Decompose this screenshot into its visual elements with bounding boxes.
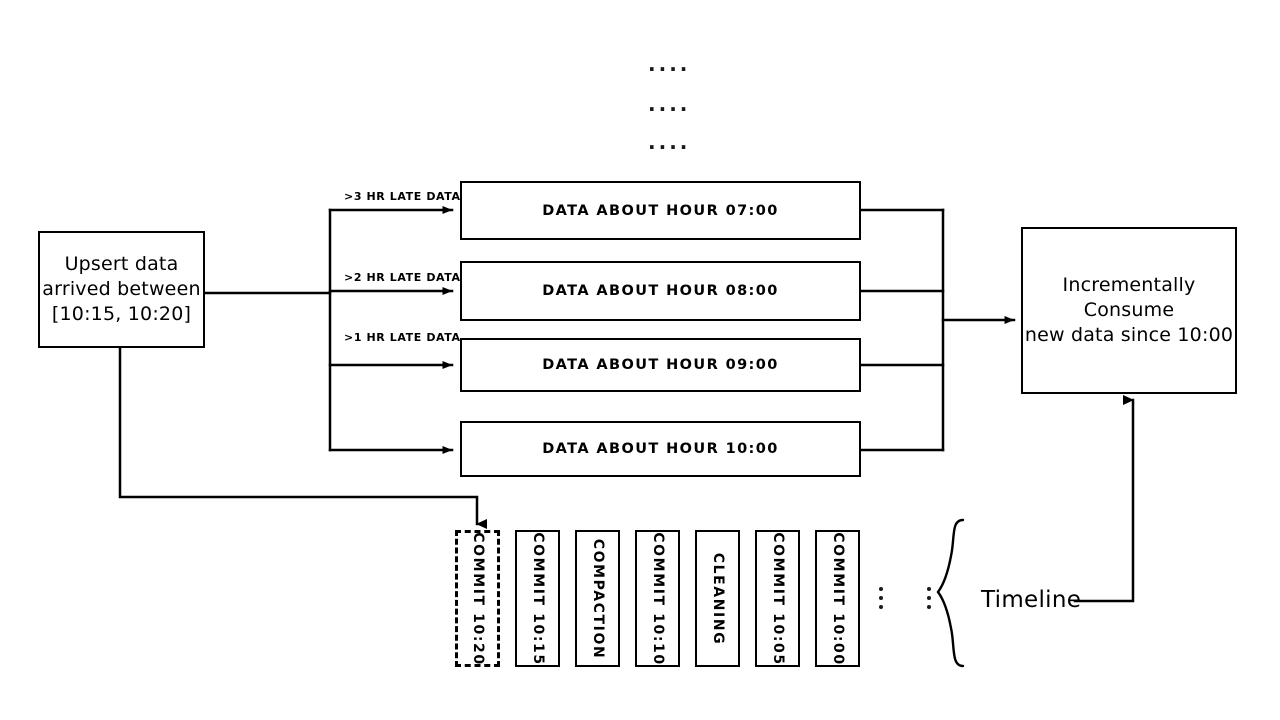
ellipsis-row-2: ....: [648, 92, 691, 116]
source-box-upsert-data: Upsert data arrived between [10:15, 10:2…: [38, 231, 205, 348]
timeline-entry-commit-1020: COMMIT 10:20: [455, 530, 500, 667]
timeline-entry-commit-1000-label: COMMIT 10:00: [829, 531, 846, 666]
consumer-box-incremental: Incrementally Consume new data since 10:…: [1021, 227, 1237, 394]
timeline-continuation-dots-2: [926, 587, 931, 609]
timeline-entry-commit-1010: COMMIT 10:10: [635, 530, 680, 667]
edge-label-late-3hr: >3 HR LATE DATA: [344, 190, 461, 203]
timeline-entry-cleaning-label: CLEANING: [709, 552, 726, 645]
ellipsis-row-3: ....: [648, 130, 691, 154]
partition-box-hour-08-label: DATA ABOUT HOUR 08:00: [542, 283, 779, 299]
partition-box-hour-09: DATA ABOUT HOUR 09:00: [460, 338, 861, 392]
timeline-entry-commit-1020-label: COMMIT 10:20: [469, 531, 486, 666]
edge-label-late-2hr: >2 HR LATE DATA: [344, 271, 461, 284]
timeline-entry-commit-1005: COMMIT 10:05: [755, 530, 800, 667]
timeline-continuation-dots-1: [878, 587, 883, 609]
timeline-entry-commit-1005-label: COMMIT 10:05: [769, 531, 786, 666]
partition-box-hour-07: DATA ABOUT HOUR 07:00: [460, 181, 861, 240]
ellipsis-row-1: ....: [648, 52, 691, 76]
source-box-line3: [10:15, 10:20]: [51, 303, 192, 326]
timeline-brace: [936, 518, 965, 668]
timeline-label: Timeline: [981, 587, 1082, 613]
partition-box-hour-10: DATA ABOUT HOUR 10:00: [460, 421, 861, 477]
partition-box-hour-07-label: DATA ABOUT HOUR 07:00: [542, 202, 779, 219]
consumer-box-line2: new data since 10:00: [1024, 324, 1234, 347]
timeline-entry-commit-1000: COMMIT 10:00: [815, 530, 860, 667]
source-box-line1: Upsert data: [64, 252, 179, 275]
consumer-box-text: Incrementally Consume new data since 10:…: [1023, 273, 1235, 348]
partition-box-hour-08: DATA ABOUT HOUR 08:00: [460, 261, 861, 321]
edge-source-to-commit-1020: [118, 346, 487, 529]
partition-box-hour-10-label: DATA ABOUT HOUR 10:00: [542, 441, 779, 457]
consumer-box-line1: Incrementally Consume: [1062, 273, 1196, 321]
timeline-entry-compaction-label: COMPACTION: [589, 538, 606, 659]
timeline-entry-commit-1010-label: COMMIT 10:10: [649, 531, 666, 666]
timeline-entry-commit-1015: COMMIT 10:15: [515, 530, 560, 667]
source-box-text: Upsert data arrived between [10:15, 10:2…: [42, 252, 200, 327]
source-box-line2: arrived between: [42, 277, 201, 300]
partition-box-hour-09-label: DATA ABOUT HOUR 09:00: [542, 357, 779, 373]
timeline-entry-cleaning: CLEANING: [695, 530, 740, 667]
edge-timeline-to-consumer: [1073, 395, 1135, 603]
timeline-entry-compaction: COMPACTION: [575, 530, 620, 667]
edge-label-late-1hr: >1 HR LATE DATA: [344, 331, 461, 344]
timeline-entry-commit-1015-label: COMMIT 10:15: [529, 531, 546, 666]
